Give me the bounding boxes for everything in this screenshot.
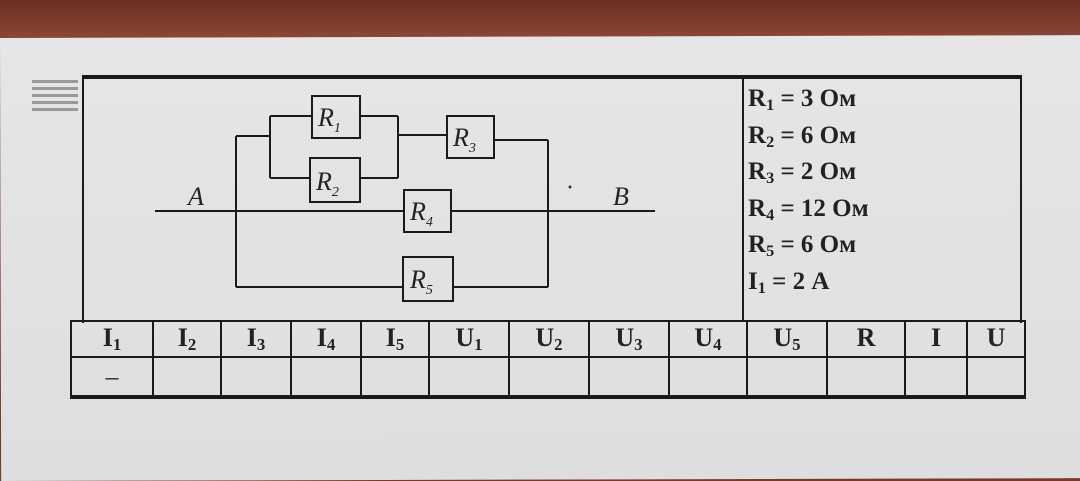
value-cell-i5 [360,356,430,398]
value-cell-i3 [220,356,292,398]
value-cell-i2 [152,356,222,398]
header-i4: I4 [290,320,362,358]
value-cell-r [826,356,906,398]
resistor-r3-box [446,115,495,159]
resistor-r4-box [403,189,452,233]
resistor-r3-label: R3 [452,123,476,156]
header-r: R [826,320,906,358]
header-u5: U5 [746,320,828,358]
margin-marks [32,80,78,115]
given-i1: I1 = 2 А [748,267,830,297]
header-u3: U3 [588,320,670,358]
given-r2: R2 = 6 Ом [748,121,857,151]
task-frame [82,75,1022,323]
answer-values-row: – [70,356,1026,398]
answer-header-row: I1 I2 I3 I4 I5 U1 U2 U3 U4 U5 R I U [70,320,1026,358]
header-i3: I3 [220,320,292,358]
value-cell-u [966,356,1026,398]
given-r1: R1 = 3 Ом [748,85,857,115]
header-i1: I1 [70,320,154,358]
header-i5: I5 [360,320,430,358]
answer-table: I1 I2 I3 I4 I5 U1 U2 U3 U4 U5 R I U – [70,320,1026,399]
given-values: R1 = 3 Ом R2 = 6 Ом R3 = 2 Ом R4 = 12 Ом… [748,84,869,303]
value-cell-i1: – [70,356,154,398]
value-cell-u2 [508,356,590,398]
given-r5: R5 = 6 Ом [748,231,857,261]
header-u1: U1 [428,320,510,358]
node-a-label: A [186,182,204,211]
value-cell-i [904,356,968,398]
resistor-r5-label: R5 [409,265,433,298]
resistor-r5-box [402,256,454,302]
resistor-r2-box [309,157,361,203]
resistor-r1-box [311,95,361,139]
resistor-r2-label: R2 [315,167,339,200]
frame-divider [742,78,744,322]
header-u4: U4 [668,320,748,358]
header-i: I [904,320,968,358]
header-u2: U2 [508,320,590,358]
resistor-r4-label: R4 [409,197,433,230]
header-u: U [966,320,1026,358]
value-cell-u4 [668,356,748,398]
resistor-r1-label: R1 [317,103,341,136]
value-cell-u1 [428,356,510,398]
value-cell-u5 [746,356,828,398]
value-cell-i4 [290,356,362,398]
given-r3: R3 = 2 Ом [748,158,857,188]
value-cell-u3 [588,356,670,398]
given-r4: R4 = 12 Ом [748,194,869,224]
node-b-label: B [613,182,629,211]
header-i2: I2 [152,320,222,358]
